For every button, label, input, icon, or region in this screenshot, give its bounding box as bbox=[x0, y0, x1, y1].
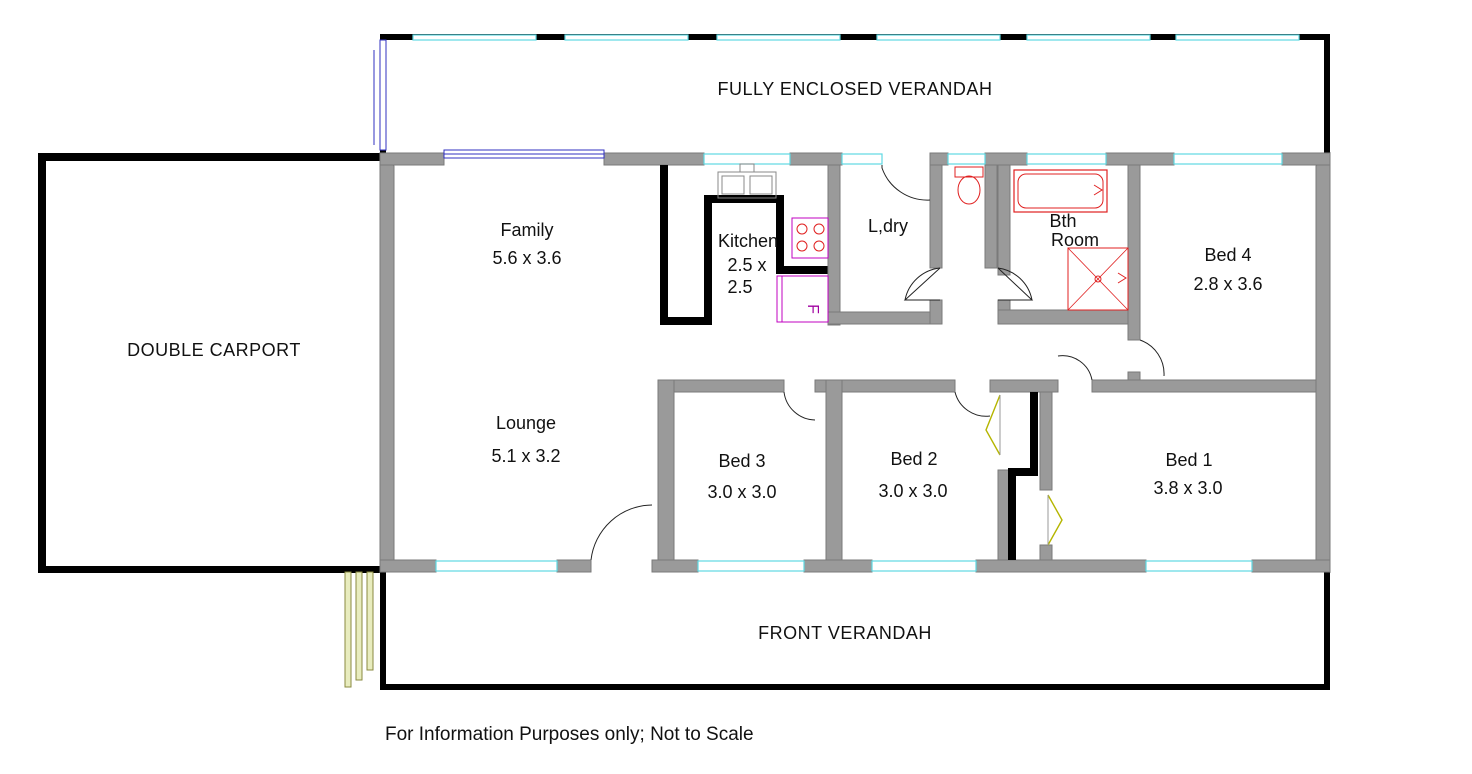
disclaimer-note: For Information Purposes only; Not to Sc… bbox=[385, 724, 754, 745]
double-carport-label: DOUBLE CARPORT bbox=[127, 340, 301, 360]
cooktop-icon bbox=[791, 217, 829, 259]
bathroom-name-line1: Bth bbox=[1049, 211, 1076, 231]
fridge-label: F bbox=[804, 304, 821, 314]
lounge-dims: 5.1 x 3.2 bbox=[491, 446, 560, 466]
verandah-windows bbox=[373, 34, 1300, 151]
toilet-icon bbox=[954, 166, 984, 205]
family-dims: 5.6 x 3.6 bbox=[492, 248, 561, 268]
bed3-name: Bed 3 bbox=[718, 451, 765, 471]
doors bbox=[590, 165, 1165, 561]
laundry-name: L,dry bbox=[868, 216, 908, 236]
bed1-dims: 3.8 x 3.0 bbox=[1153, 478, 1222, 498]
kitchen-dims-line1: 2.5 x bbox=[727, 255, 766, 275]
fully-enclosed-verandah-label: FULLY ENCLOSED VERANDAH bbox=[718, 79, 993, 99]
lounge-name: Lounge bbox=[496, 413, 556, 433]
bed3-dims: 3.0 x 3.0 bbox=[707, 482, 776, 502]
fridge-icon: F bbox=[776, 275, 829, 323]
bed2-name: Bed 2 bbox=[890, 449, 937, 469]
shower-icon bbox=[1067, 247, 1129, 311]
bed4-name: Bed 4 bbox=[1204, 245, 1251, 265]
bathroom-name-line2: Room bbox=[1051, 230, 1099, 250]
front-verandah-label: FRONT VERANDAH bbox=[758, 623, 932, 643]
kitchen-name: Kitchen bbox=[718, 231, 778, 251]
carport-posts bbox=[344, 571, 374, 688]
outer-outline bbox=[38, 34, 1330, 690]
house-windows bbox=[435, 149, 1283, 572]
bathtub-icon bbox=[1013, 169, 1108, 213]
kitchen-sink-icon bbox=[717, 163, 777, 199]
kitchen-dims-line2: 2.5 bbox=[727, 277, 752, 297]
family-name: Family bbox=[501, 220, 554, 240]
house-walls bbox=[379, 151, 1331, 574]
bed1-name: Bed 1 bbox=[1165, 450, 1212, 470]
bed4-dims: 2.8 x 3.6 bbox=[1193, 274, 1262, 294]
bed2-dims: 3.0 x 3.0 bbox=[878, 481, 947, 501]
